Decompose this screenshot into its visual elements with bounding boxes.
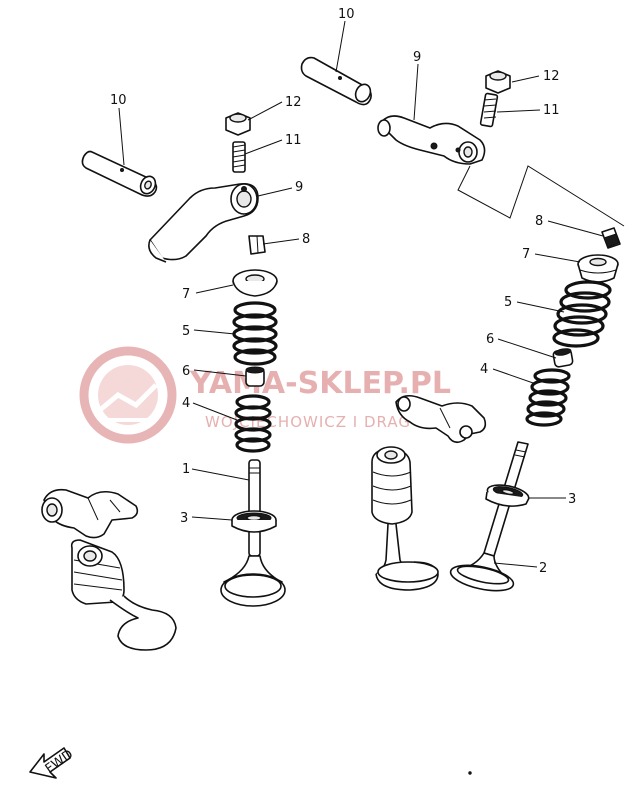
label-stem-seal-right: 6 <box>486 332 494 347</box>
label-adjuster-left: 11 <box>285 133 302 148</box>
label-locknut-right: 12 <box>543 69 560 84</box>
label-adjuster-right: 11 <box>543 103 560 118</box>
label-outer-spring-right: 5 <box>504 295 512 310</box>
inner-spring-right <box>525 368 571 427</box>
label-spring-seat-right: 3 <box>568 492 576 507</box>
adjuster-right <box>479 92 499 128</box>
fwd-arrow-icon: FWD <box>29 747 76 779</box>
label-retainer-right: 7 <box>522 247 530 262</box>
corner-dot <box>468 771 472 775</box>
outer-spring-right <box>552 280 612 348</box>
watermark-logo <box>79 346 177 444</box>
retainer-left <box>232 269 278 297</box>
cotter-right <box>601 227 621 249</box>
label-cotter-left: 8 <box>302 232 310 247</box>
adjuster-left <box>232 141 246 173</box>
label-rocker-shaft-left: 10 <box>110 93 127 108</box>
rocker-arm-left <box>148 182 259 263</box>
assembly-bracket-right <box>457 165 625 227</box>
label-retainer-left: 7 <box>182 287 190 302</box>
label-locknut-left: 12 <box>285 95 302 110</box>
rocker-assembly-left-lower <box>41 488 177 651</box>
part-labels: 10 10 9 12 11 12 11 9 8 7 5 6 4 1 3 8 7 … <box>110 7 576 576</box>
label-outer-spring-left: 5 <box>182 324 190 339</box>
label-rocker-arm-right: 9 <box>413 50 421 65</box>
label-stem-seal-left: 6 <box>182 364 190 379</box>
rocker-shaft-left <box>81 150 158 197</box>
rocker-arm-right <box>377 115 486 165</box>
locknut-right <box>485 70 511 94</box>
spring-seat-right <box>485 484 530 507</box>
inner-spring-left <box>234 394 272 453</box>
label-cotter-right: 8 <box>535 214 543 229</box>
rocker-assembly-right-middle <box>371 394 487 591</box>
watermark: YAMA-SKLEP.PL WOJCIECHOWICZ I DRAG YAMA <box>79 346 461 444</box>
label-rocker-arm-left: 9 <box>295 180 303 195</box>
rocker-shaft-right <box>300 56 372 106</box>
label-rocker-shaft-right: 10 <box>338 7 355 22</box>
retainer-right <box>577 254 619 283</box>
spring-seat-left <box>231 510 277 533</box>
stem-seal-left <box>245 366 265 387</box>
label-valve-in: 1 <box>182 462 190 477</box>
intake-valve <box>220 459 286 607</box>
cotter-left <box>248 235 266 255</box>
stem-seal-right <box>552 348 574 368</box>
label-inner-spring-left: 4 <box>182 396 190 411</box>
locknut-left <box>225 112 251 136</box>
label-valve-ex: 2 <box>539 561 547 576</box>
label-spring-seat-left: 3 <box>180 511 188 526</box>
outer-spring-left <box>232 301 278 366</box>
label-inner-spring-right: 4 <box>480 362 488 377</box>
leader-lines <box>118 20 604 568</box>
exhaust-valve <box>449 441 529 592</box>
